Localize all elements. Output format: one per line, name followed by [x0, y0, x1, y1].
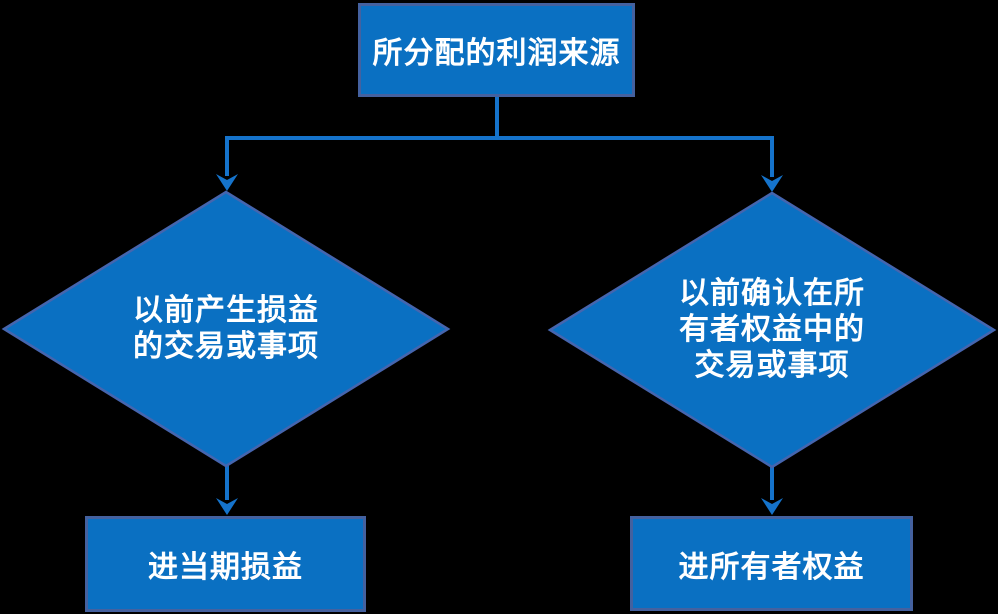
node-owners-equity-label: 进所有者权益 [678, 550, 865, 584]
node-owners-equity: 进所有者权益 [630, 516, 913, 611]
arrowhead-right-result-icon [761, 498, 783, 515]
arrowhead-left-decision-icon [216, 174, 238, 191]
node-profit-source: 所分配的利润来源 [358, 3, 635, 97]
right-decision-diamond [547, 191, 997, 469]
arrowhead-right-decision-icon [761, 175, 783, 192]
node-current-profit-loss-label: 进当期损益 [148, 551, 303, 584]
connector-source-split [225, 97, 774, 140]
node-profit-source-label: 所分配的利润来源 [372, 37, 621, 70]
left-decision-diamond [1, 190, 451, 468]
node-current-profit-loss: 进当期损益 [85, 516, 366, 612]
arrowhead-left-result-icon [216, 498, 238, 515]
